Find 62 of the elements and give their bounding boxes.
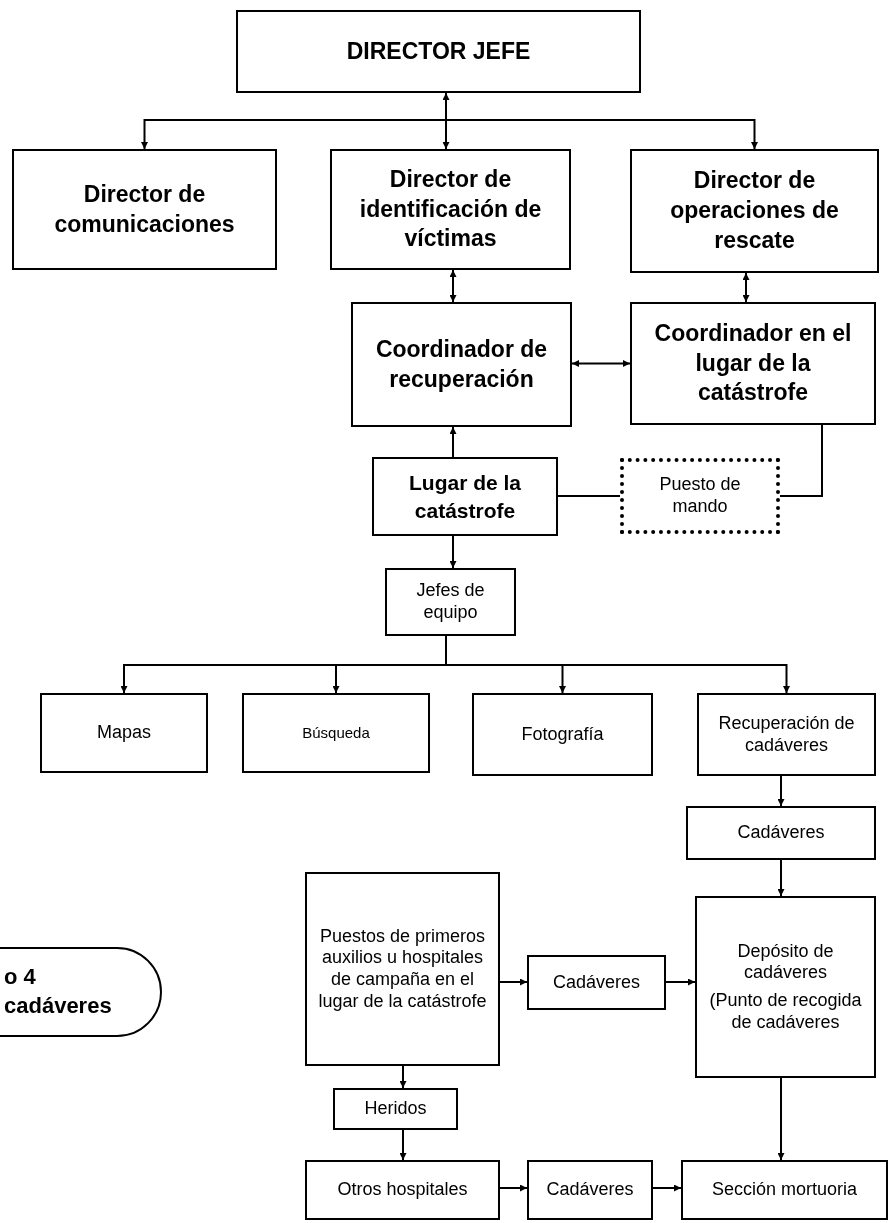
process-box (351, 302, 572, 427)
box-label: Coordinador de recuperación (374, 334, 549, 394)
box-label: Lugar de la catástrofe (408, 470, 522, 524)
process-box (630, 149, 879, 273)
process-box (686, 806, 876, 860)
arrow (499, 978, 528, 986)
process-box (372, 457, 558, 536)
arrow (652, 1184, 682, 1192)
arrow (777, 775, 785, 807)
box-label: Depósito de cadáveres (736, 940, 835, 984)
box-label: Director de identificación de víctimas (358, 164, 543, 254)
box-label: Sección mortuoria (711, 1179, 858, 1201)
arrow (449, 535, 457, 569)
process-box (472, 693, 653, 776)
box-label: Recuperación de cadáveres (717, 712, 856, 757)
process-box (236, 10, 641, 93)
process-box (333, 1088, 458, 1130)
arrow (449, 426, 457, 458)
process-box (385, 568, 516, 636)
connector-line (557, 495, 621, 497)
box-label: Puestos de primeros auxilios u hospitales de campaña en el lugar de la catástrofe (317, 925, 488, 1013)
arrow (665, 978, 696, 986)
box-label: Coordinador en el lugar de la catástrofe (653, 318, 853, 408)
box-label: (Punto de recogida de cadáveres (708, 990, 863, 1034)
process-box (12, 149, 277, 270)
box-label: Mapas (97, 722, 151, 744)
process-box (527, 1160, 653, 1220)
process-box (305, 872, 500, 1066)
box-label: cadáveres (4, 992, 112, 1020)
box-label: Búsqueda (302, 724, 370, 742)
box-label: o 4 (4, 963, 36, 992)
arrow (777, 1077, 785, 1161)
arrow (449, 269, 457, 303)
process-box (305, 1160, 500, 1220)
box-label: DIRECTOR JEFE (346, 36, 531, 66)
process-box (697, 693, 876, 776)
box-label: Otros hospitales (337, 1179, 468, 1201)
arrow (742, 272, 750, 303)
connector-line (779, 424, 823, 497)
box-label: Puesto de mando (658, 474, 742, 518)
box-label: Cadáveres (552, 971, 640, 994)
process-box (40, 693, 208, 773)
dotted-box (620, 458, 780, 534)
box-label: Heridos (364, 1098, 427, 1120)
arrow (399, 1129, 407, 1161)
process-box (681, 1160, 888, 1220)
box-label: Director de operaciones de rescate (669, 166, 840, 255)
arrow (499, 1184, 528, 1192)
box-label: Jefes de equipo (415, 580, 486, 624)
process-box (330, 149, 571, 270)
process-box (695, 896, 876, 1078)
box-label: Director de comunicaciones (53, 179, 236, 239)
process-box (527, 955, 666, 1010)
arrow (571, 360, 631, 367)
arrow (777, 859, 785, 897)
box-label: Cadáveres (737, 822, 825, 844)
process-box (630, 302, 876, 425)
process-box (242, 693, 430, 773)
box-label: Cadáveres (546, 1179, 634, 1201)
arrow (445, 92, 758, 150)
arrow (399, 1065, 407, 1089)
box-label: Fotografía (521, 723, 604, 746)
